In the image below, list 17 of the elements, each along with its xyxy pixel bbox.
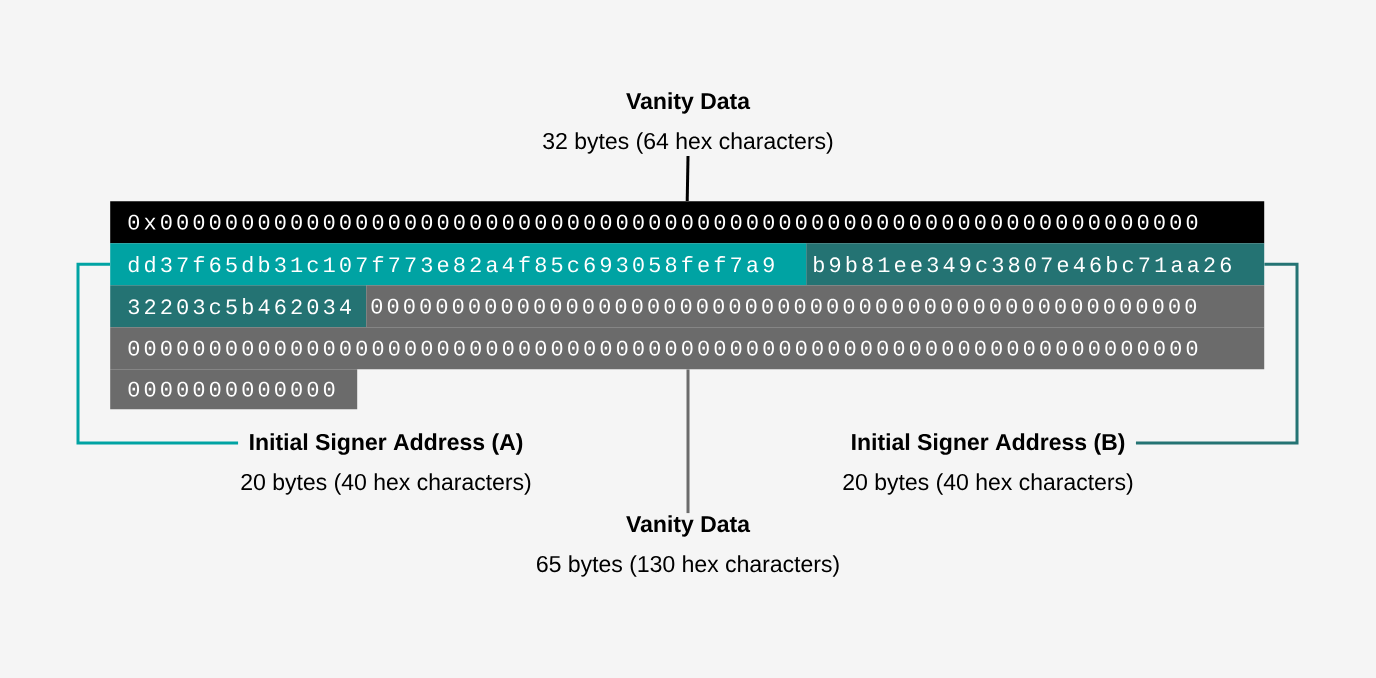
node-label: 000000000000000000000000000000000000000000000000000000000000000000 — [128, 340, 1198, 356]
hex-data-segment: dd37f65db31c107f773e82a4f85c693058fef7a9 — [110, 243, 807, 286]
leader-line — [1135, 262, 1299, 445]
label-text: Initial Signer Address (B) 20 bytes (40 hex characters) — [843, 433, 1133, 495]
label-text: Initial Signer Address (A) 20 bytes (40 hex characters) — [241, 433, 531, 495]
hex-data-segment: 000000000000000000000000000000000000000000000000000 — [366, 285, 1265, 328]
hex-data-segment: 32203c5b462034 — [110, 285, 367, 328]
leader-line — [686, 369, 690, 514]
hex-data-segment: 0000000000000 — [110, 369, 358, 410]
node-label: 000000000000000000000000000000000000000000000000000 — [371, 298, 1197, 314]
node-label: 0000000000000 — [128, 381, 335, 397]
leader-line — [685, 155, 690, 202]
label-text: Vanity Data 65 bytes (130 hex characters) — [537, 515, 839, 577]
leader-line — [76, 262, 239, 445]
hex-data-segment: b9b81ee349c3807e46bc71aa26 — [806, 243, 1265, 286]
label-text: Vanity Data 32 bytes (64 hex characters) — [543, 92, 833, 154]
hex-data-segment: 0x0000000000000000000000000000000000000000000000000000000000000000 — [110, 201, 1265, 244]
